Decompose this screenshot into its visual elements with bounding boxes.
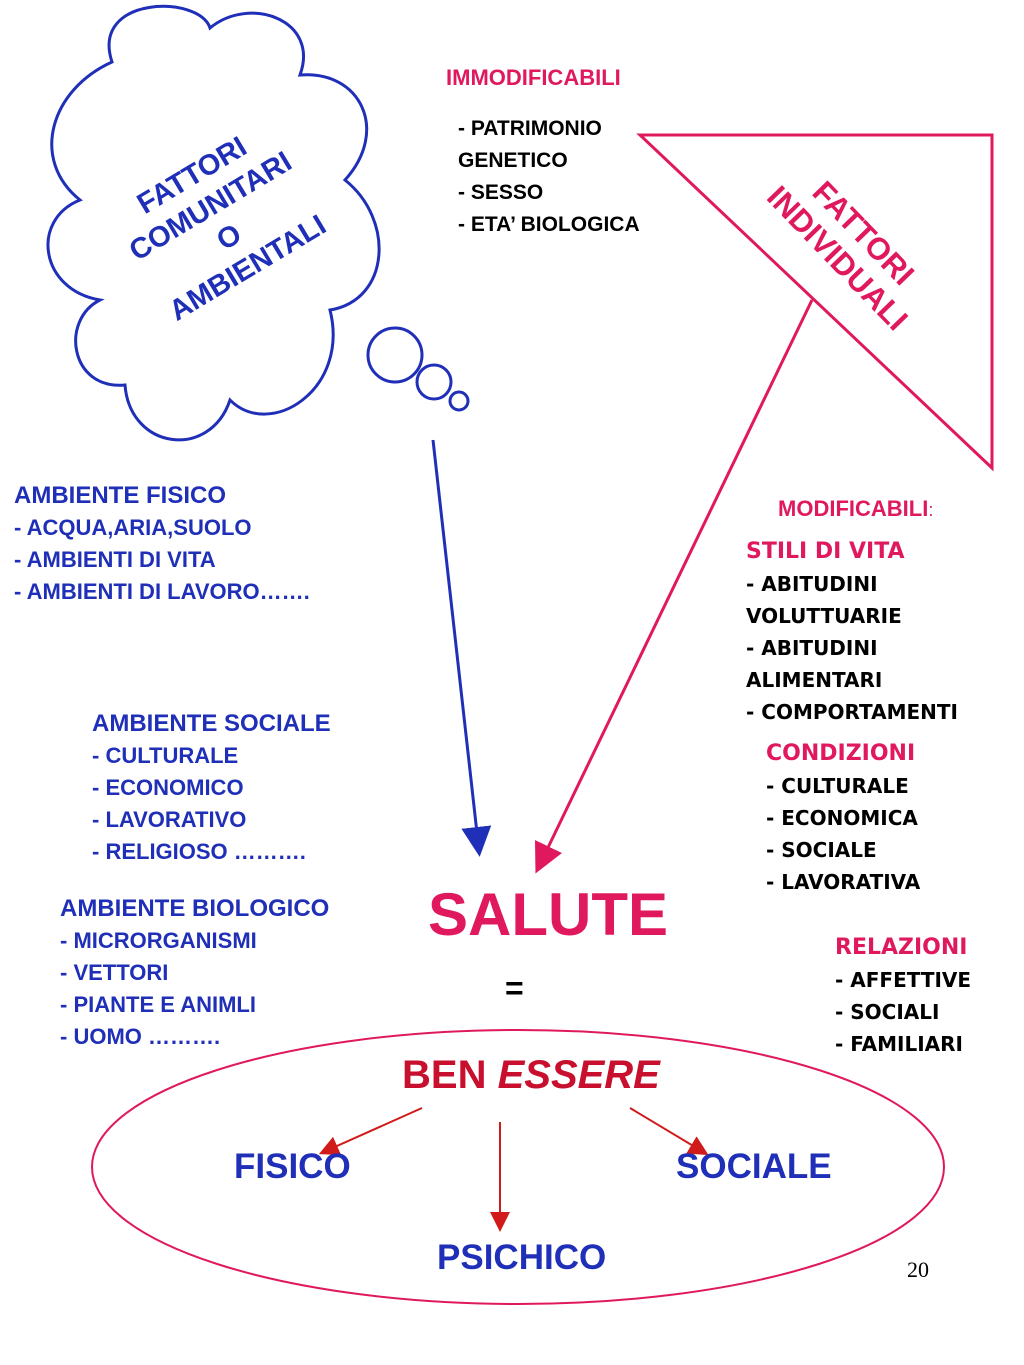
psichico-label: PSICHICO	[437, 1238, 607, 1277]
thought-bubble-small	[448, 390, 470, 412]
modificabili-title: MODIFICABILI:	[778, 493, 933, 526]
arrow-individual-to-health	[535, 299, 814, 874]
thought-bubble-medium	[415, 363, 453, 401]
ambiente-sociale-item: - LAVORATIVO	[92, 807, 247, 832]
ben-essere-title: BEN ESSERE	[402, 1050, 660, 1100]
relazioni-item: - SOCIALI	[835, 1000, 940, 1024]
sociale-label: SOCIALE	[676, 1147, 832, 1186]
ambiente-fisico-item: - AMBIENTI DI VITA	[14, 547, 216, 572]
arrow-to-fisico	[318, 1107, 423, 1156]
ambiente-fisico-block: AMBIENTE FISICO - ACQUA,ARIA,SUOLO - AMB…	[14, 480, 310, 608]
stili-di-vita-item: - COMPORTAMENTI	[746, 700, 958, 724]
modificabili-colon: :	[928, 500, 934, 520]
relazioni-item: - AFFETTIVE	[835, 968, 972, 992]
page-number: 20	[907, 1257, 929, 1282]
ben-text: BEN	[402, 1053, 498, 1097]
salute-title: SALUTE	[428, 881, 668, 948]
condizioni-item: - ECONOMICA	[766, 806, 918, 830]
relazioni-block: RELAZIONI - AFFETTIVE - SOCIALI - FAMILI…	[835, 932, 971, 1060]
stili-di-vita-item: - ABITUDINI	[746, 572, 878, 596]
ambiente-fisico-title: AMBIENTE FISICO	[14, 482, 227, 509]
immodificabili-title: IMMODIFICABILI	[446, 65, 621, 90]
ambiente-fisico-item: - AMBIENTI DI LAVORO…….	[14, 579, 310, 604]
relazioni-title: RELAZIONI	[835, 935, 968, 960]
immodificabili-list: - PATRIMONIO GENETICO - SESSO - ETA’ BIO…	[458, 113, 640, 241]
ambiente-sociale-title: AMBIENTE SOCIALE	[92, 710, 331, 737]
stili-di-vita-item: - ABITUDINI	[746, 636, 878, 660]
fisico-label: FISICO	[234, 1147, 351, 1186]
thought-cloud	[46, 4, 381, 442]
stili-di-vita-item: VOLUTTUARIE	[746, 604, 902, 628]
relazioni-item: - FAMILIARI	[835, 1032, 963, 1056]
stili-di-vita-block: STILI DI VITA - ABITUDINI VOLUTTUARIE - …	[746, 536, 958, 728]
ambiente-sociale-item: - ECONOMICO	[92, 775, 244, 800]
modificabili-title-text: MODIFICABILI	[778, 496, 929, 521]
condizioni-block: CONDIZIONI - CULTURALE - ECONOMICA - SOC…	[766, 738, 920, 898]
thought-bubble-large	[366, 326, 424, 384]
wellbeing-ellipse	[91, 1029, 945, 1305]
condizioni-item: - CULTURALE	[766, 774, 909, 798]
ambiente-fisico-item: - ACQUA,ARIA,SUOLO	[14, 515, 252, 540]
arrow-to-sociale	[629, 1107, 709, 1156]
immodificabili-item: GENETICO	[458, 149, 568, 172]
ambiente-biologico-item: - VETTORI	[60, 960, 169, 985]
ambiente-biologico-item: - UOMO ……….	[60, 1024, 221, 1049]
ambiente-biologico-block: AMBIENTE BIOLOGICO - MICRORGANISMI - VET…	[60, 893, 329, 1053]
stili-di-vita-item: ALIMENTARI	[746, 668, 883, 692]
essere-text: ESSERE	[497, 1053, 660, 1097]
individual-factors-triangle	[636, 133, 994, 472]
arrow-environment-to-health	[431, 439, 492, 857]
condizioni-title: CONDIZIONI	[766, 741, 916, 766]
condizioni-item: - SOCIALE	[766, 838, 877, 862]
ambiente-sociale-item: - CULTURALE	[92, 743, 239, 768]
equals-sign: =	[505, 970, 524, 1006]
ambiente-biologico-title: AMBIENTE BIOLOGICO	[60, 895, 330, 922]
condizioni-item: - LAVORATIVA	[766, 870, 921, 894]
immodificabili-item: - PATRIMONIO	[458, 117, 602, 140]
ambiente-sociale-item: - RELIGIOSO ……….	[92, 839, 306, 864]
stili-di-vita-title: STILI DI VITA	[746, 539, 905, 564]
ambiente-biologico-item: - PIANTE E ANIMLI	[60, 992, 256, 1017]
immodificabili-item: - ETA’ BIOLOGICA	[458, 213, 640, 236]
ambiente-sociale-block: AMBIENTE SOCIALE - CULTURALE - ECONOMICO…	[92, 708, 331, 868]
immodificabili-item: - SESSO	[458, 181, 544, 204]
ambiente-biologico-item: - MICRORGANISMI	[60, 928, 257, 953]
